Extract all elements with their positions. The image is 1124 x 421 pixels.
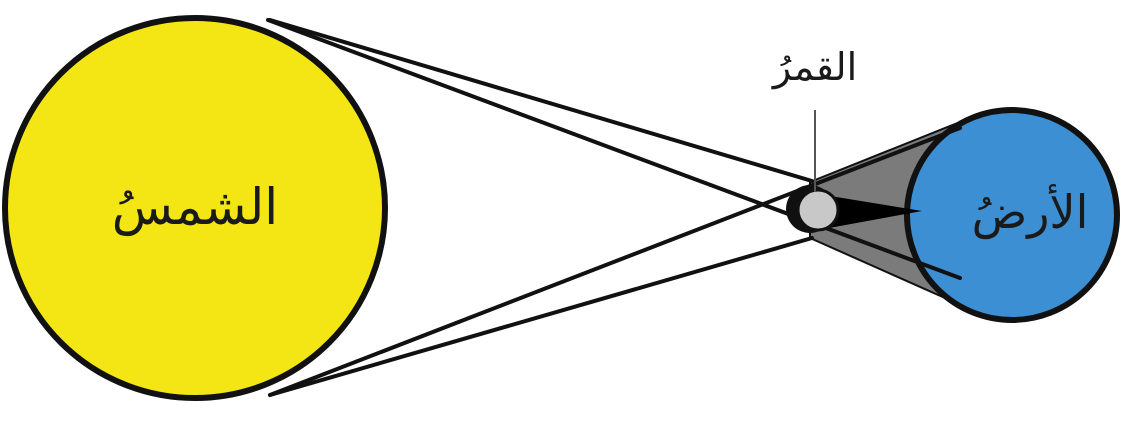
sun-label: الشمسُ <box>112 178 278 236</box>
moon-label: القمرُ <box>771 45 857 90</box>
earth-label: الأرضُ <box>972 183 1089 240</box>
moon-circle <box>798 190 838 230</box>
